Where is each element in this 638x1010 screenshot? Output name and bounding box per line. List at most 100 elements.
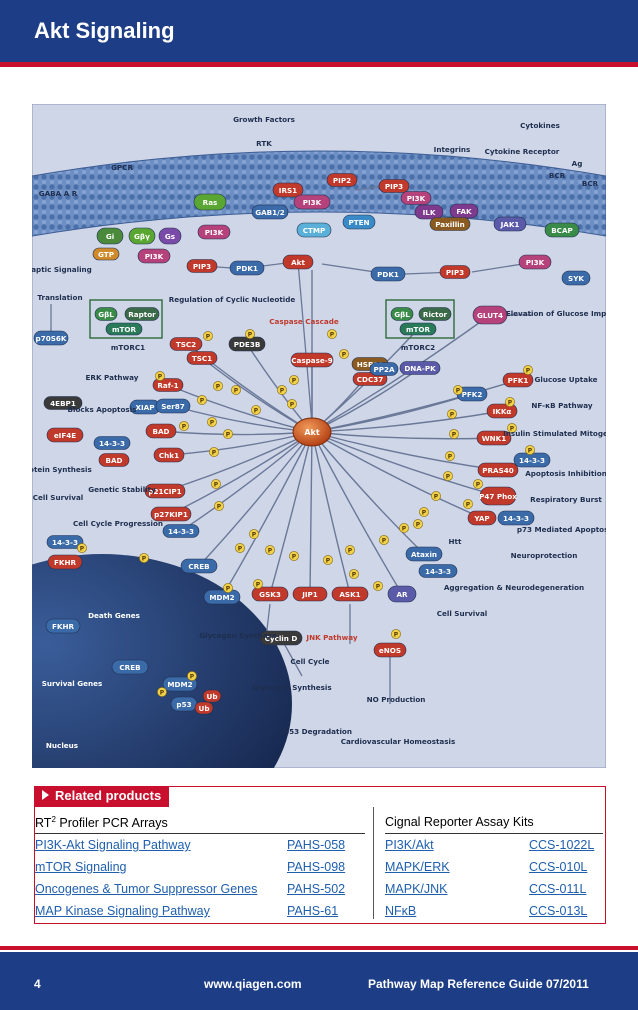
protein-label-gbl: GβL: [98, 310, 114, 319]
pcr-code-oncogenes[interactable]: PAHS-502: [287, 882, 346, 896]
protein-node-caspase9: [290, 352, 334, 368]
protein-label-1433: 14-3-3: [425, 567, 451, 576]
protein-node-yap: [467, 510, 497, 526]
protein-node-p27kip1: [150, 506, 192, 522]
protein-label-ar: AR: [396, 590, 408, 599]
process-label-regulation-cyclic-nucleotide: Regulation of Cyclic Nucleotide: [169, 295, 296, 304]
akt-central-label: Akt: [304, 428, 320, 437]
akt-pathway-diagram: IRS1PI3KPIP2PIP3PI3KRasGAB1/2CTMPPTENILK…: [32, 104, 606, 768]
pcr-code-mtor[interactable]: PAHS-098: [287, 860, 346, 874]
protein-label-gab1-2: GAB1/2: [255, 208, 285, 217]
protein-label-gbg: Gβγ: [134, 232, 150, 241]
protein-node-syk: [561, 270, 591, 286]
protein-label-ataxin: Ataxin: [411, 550, 437, 559]
phospho-marker: [139, 553, 149, 563]
phospho-label: P: [376, 583, 381, 590]
pcr-code-map-kinase[interactable]: PAHS-61: [287, 904, 339, 918]
phospho-marker: [235, 543, 245, 553]
protein-label-pi3k: PI3K: [145, 252, 164, 261]
pathway-edge: [297, 261, 313, 425]
phospho-label: P: [268, 547, 273, 554]
protein-node-ub: [194, 701, 214, 715]
phospho-marker: [179, 421, 189, 431]
protein-node-dna-pk: [399, 361, 441, 375]
protein-node-mtor: [105, 322, 143, 336]
protein-node-jak1: [493, 216, 527, 232]
pcr-link-mtor[interactable]: mTOR Signaling: [35, 860, 127, 874]
footer-stripe: [0, 946, 638, 950]
phospho-marker: [345, 545, 355, 555]
phospho-label: P: [452, 431, 457, 438]
process-label-mtorc1: mTORC1: [111, 343, 145, 352]
cignal-link-nfkb[interactable]: NFκB: [385, 904, 417, 918]
protein-label-pi3k: PI3K: [205, 228, 224, 237]
phospho-marker: [231, 385, 241, 395]
phospho-label: P: [217, 503, 222, 510]
process-label-apoptosis-inhibition: Apoptosis Inhibition: [525, 469, 606, 478]
phospho-marker: [207, 417, 217, 427]
protein-label-ub: Ub: [199, 704, 210, 713]
cignal-code-nfkb[interactable]: CCS-013L: [529, 904, 588, 918]
protein-node-pp2a: [369, 362, 399, 376]
protein-node-ar: [387, 585, 417, 603]
protein-label-p21cip1: p21CIP1: [148, 487, 181, 496]
phospho-marker: [473, 479, 483, 489]
cignal-link-mapk-jnk[interactable]: MAPK/JNK: [385, 882, 448, 896]
protein-label-gi: Gi: [106, 232, 114, 241]
protein-label-pi3k: PI3K: [526, 258, 545, 267]
phospho-label: P: [238, 545, 243, 552]
protein-label-akt: Akt: [291, 258, 305, 267]
phospho-label: P: [80, 545, 85, 552]
process-label-cell-cycle: Cell Cycle: [290, 657, 329, 666]
process-label-mtorc2: mTORC2: [401, 343, 435, 352]
cignal-link-mapk-erk[interactable]: MAPK/ERK: [385, 860, 450, 874]
protein-label-bad: BAD: [105, 456, 122, 465]
protein-node-pi3k: [518, 254, 552, 270]
process-label-cardiovascular-homeostasis: Cardiovascular Homeostasis: [341, 737, 456, 746]
phospho-marker: [447, 409, 457, 419]
protein-node-ataxin: [405, 546, 443, 562]
protein-label-1433: 14-3-3: [519, 456, 545, 465]
protein-label-1433: 14-3-3: [503, 514, 529, 523]
pcr-link-oncogenes[interactable]: Oncogenes & Tumor Suppressor Genes: [35, 882, 258, 896]
footer-url: www.qiagen.com: [204, 977, 302, 991]
pcr-link-map-kinase[interactable]: MAP Kinase Signaling Pathway: [35, 904, 210, 918]
phospho-marker: [203, 331, 213, 341]
protein-label-mtor: mTOR: [112, 325, 137, 334]
protein-node-tsc2: [169, 337, 203, 351]
pcr-code-pi3k-akt[interactable]: PAHS-058: [287, 838, 346, 852]
pathway-edge: [221, 431, 313, 598]
protein-label-p53: p53: [176, 700, 191, 709]
phospho-marker: [391, 629, 401, 639]
protein-label-p70s6k: p70S6K: [36, 334, 67, 343]
pathway-edge: [311, 410, 503, 433]
process-label-cytokines: Cytokines: [520, 121, 560, 130]
pathway-edge: [311, 431, 425, 555]
pcr-link-pi3k-akt[interactable]: PI3K-Akt Signaling Pathway: [35, 838, 191, 852]
protein-label-raptor: Raptor: [128, 310, 156, 319]
protein-label-eif4e: eIF4E: [54, 431, 76, 440]
protein-node-jip1: [292, 586, 328, 602]
phospho-marker: [265, 545, 275, 555]
protein-node-ub: [202, 689, 222, 703]
cignal-code-pi3k-akt[interactable]: CCS-1022L: [529, 838, 595, 852]
cignal-link-pi3k-akt[interactable]: PI3K/Akt: [385, 838, 434, 852]
page-footer: 4 www.qiagen.com Pathway Map Reference G…: [0, 952, 638, 1010]
cignal-code-mapk-erk[interactable]: CCS-010L: [529, 860, 588, 874]
phospho-marker: [251, 405, 261, 415]
process-label-survival-genes: Survival Genes: [42, 679, 103, 688]
process-label-cytokine-receptor: Cytokine Receptor: [485, 147, 560, 156]
phospho-marker: [349, 569, 359, 579]
cignal-code-mapk-jnk[interactable]: CCS-011L: [529, 882, 587, 896]
phospho-marker: [77, 543, 87, 553]
phospho-marker: [505, 397, 515, 407]
protein-node-fkhr: [45, 618, 81, 634]
protein-label-pde3b: PDE3B: [234, 340, 261, 349]
phospho-marker: [453, 385, 463, 395]
phospho-label: P: [508, 399, 513, 406]
phospho-label: P: [200, 397, 205, 404]
protein-label-gs: Gs: [165, 232, 175, 241]
protein-node-creb: [180, 558, 218, 574]
protein-label-caspase9: Caspase-9: [291, 356, 333, 365]
